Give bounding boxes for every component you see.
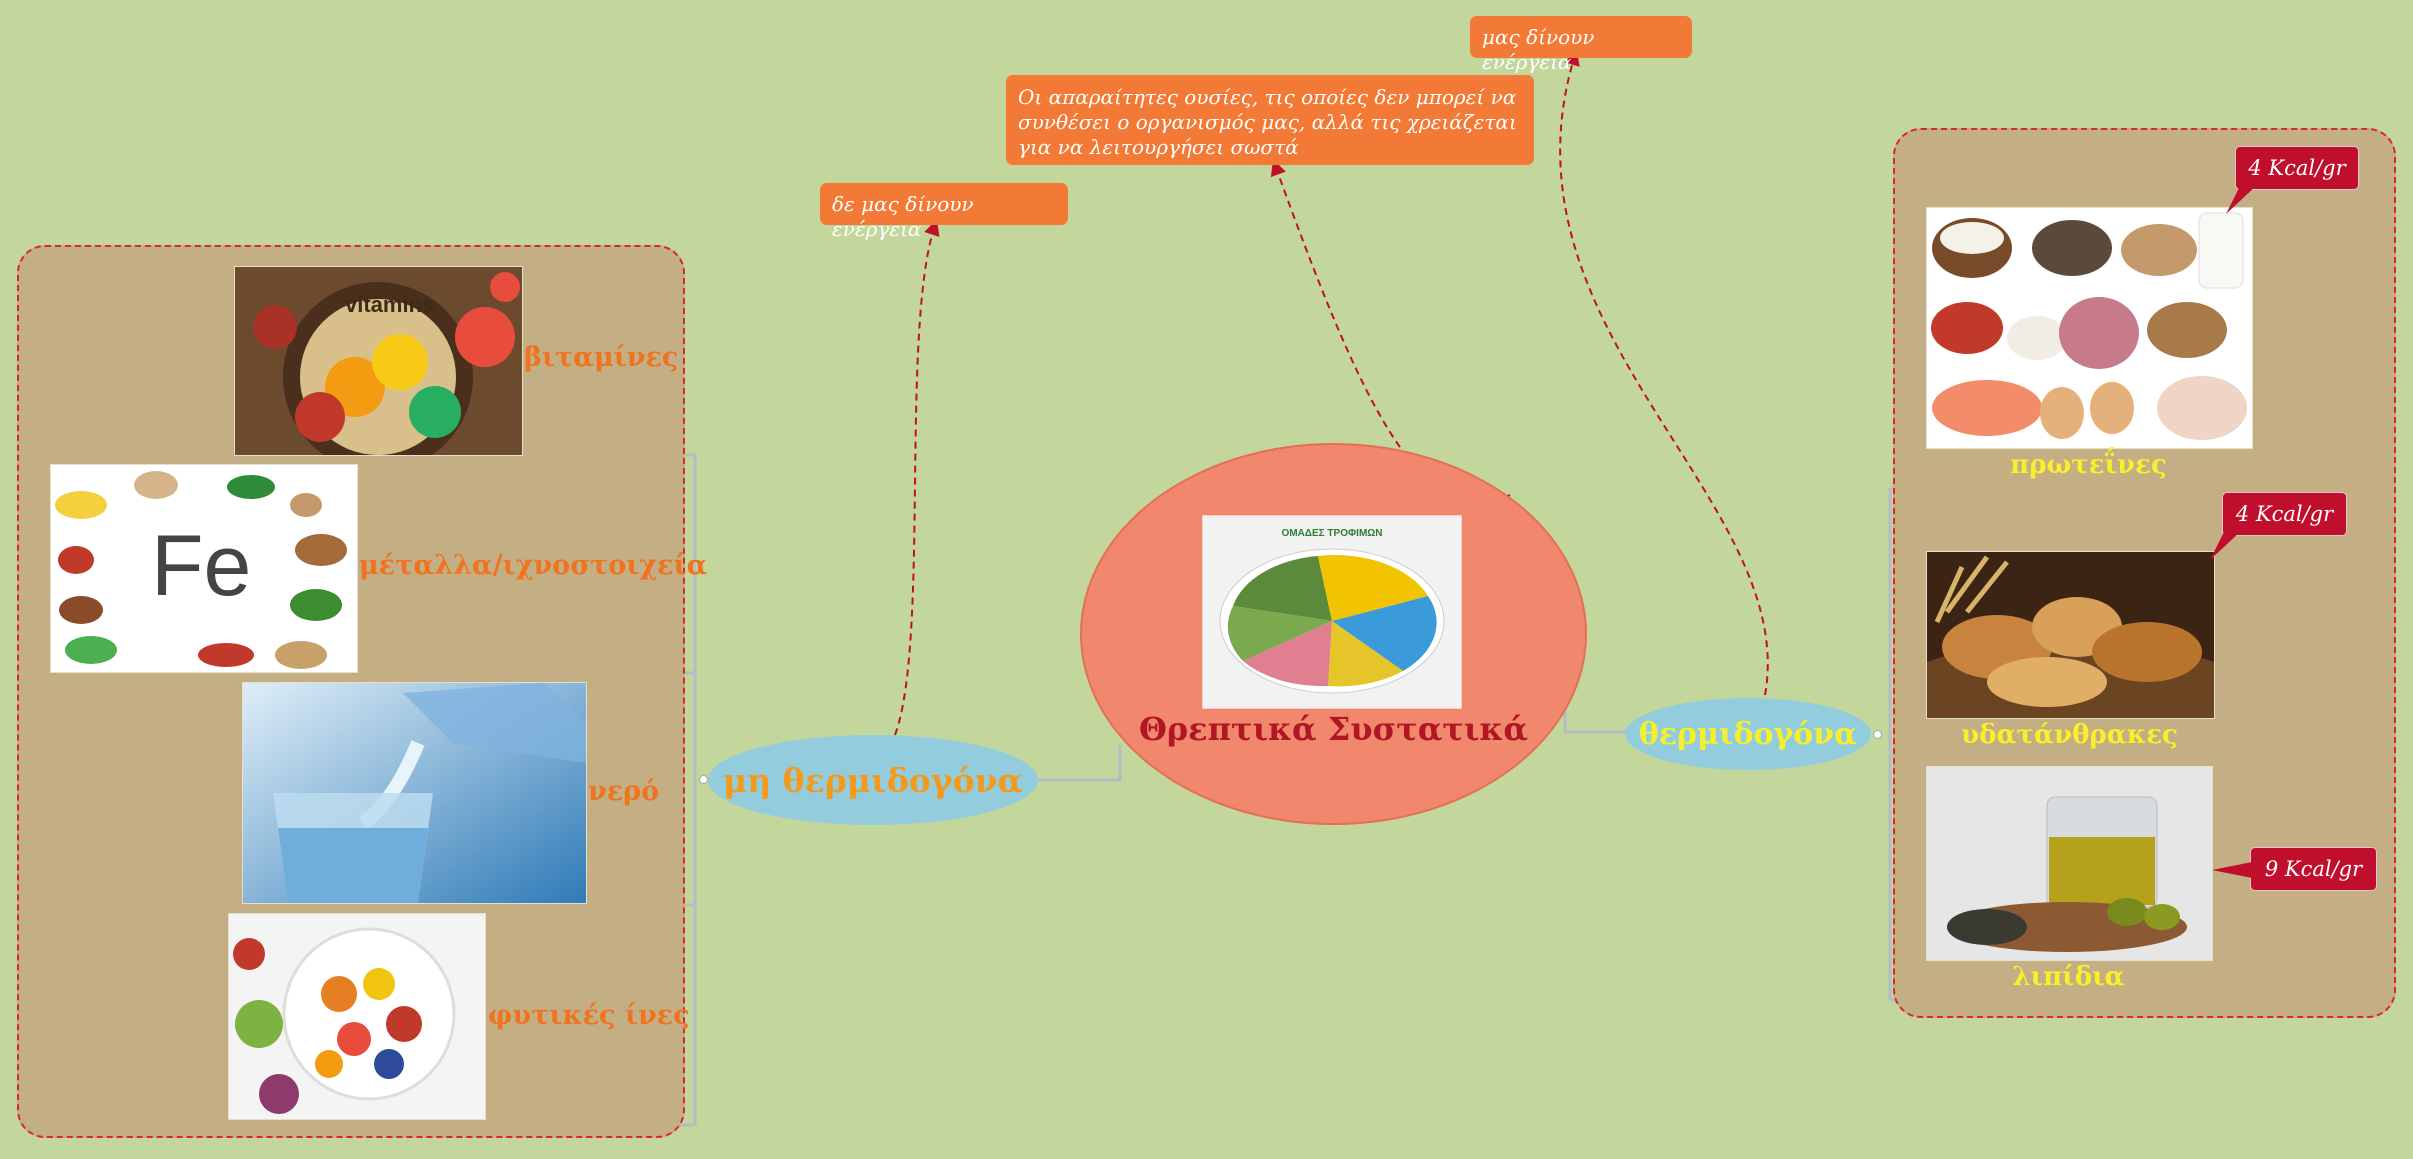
fiber-image (228, 913, 486, 1120)
arrow-left-callout (894, 219, 940, 736)
right-collapse-toggle[interactable] (1873, 730, 1882, 739)
vitamin-fruits-icon: vitamins (235, 267, 522, 455)
svg-text:Fe: Fe (151, 518, 251, 614)
lipids-kcal-pointer (2212, 862, 2252, 878)
non-caloric-branch[interactable]: μη θερμιδογόνα (708, 735, 1038, 825)
water-label[interactable]: νερό (588, 776, 660, 807)
connector-left (1037, 745, 1122, 782)
vitamins-label[interactable]: βιταμίνες (524, 342, 679, 373)
central-title: Θρεπτικά Συστατικά (1139, 710, 1528, 748)
protein-kcal-pointer (2226, 186, 2256, 214)
central-callout[interactable]: Οι απαραίτητες ουσίες, τις οποίες δεν μπ… (1006, 75, 1534, 165)
vitamins-image: vitamins (234, 266, 523, 456)
carbs-image (1926, 551, 2215, 719)
protein-foods-icon (1927, 208, 2252, 448)
protein-kcal-badge: 4 Kcal/gr (2235, 146, 2359, 190)
water-image (242, 682, 587, 904)
fiber-label[interactable]: φυτικές ίνες (488, 1000, 690, 1031)
central-image: ΟΜΑΔΕΣ ΤΡΟΦΙΜΩΝ (1202, 515, 1462, 709)
protein-label[interactable]: πρωτεΐνες (2010, 450, 2167, 480)
bread-basket-icon (1927, 552, 2214, 718)
water-glass-icon (243, 683, 586, 903)
svg-text:vitamins: vitamins (345, 292, 434, 317)
connector-right (1563, 712, 1625, 734)
iron-foods-icon: Fe (51, 465, 357, 672)
lipids-kcal-badge: 9 Kcal/gr (2250, 847, 2377, 891)
minerals-label[interactable]: μέταλλα/ιχνοστοιχεία (359, 550, 708, 581)
protein-image (1926, 207, 2253, 449)
olive-oil-nuts-icon (1927, 767, 2212, 960)
carbs-label[interactable]: υδατάνθρακες (1961, 720, 2178, 750)
carbs-kcal-pointer (2210, 532, 2240, 560)
lipids-label[interactable]: λιπίδια (2012, 962, 2125, 992)
lipids-image (1926, 766, 2213, 961)
fruit-salad-icon (229, 914, 485, 1119)
right-branch-callout[interactable]: μας δίνουν ενέργεια (1470, 16, 1692, 74)
caloric-branch[interactable]: θερμιδογόνα (1625, 698, 1871, 770)
food-groups-plate-icon: ΟΜΑΔΕΣ ΤΡΟΦΙΜΩΝ (1203, 516, 1461, 708)
minerals-image: Fe (50, 464, 358, 673)
arrow-right-callout (1559, 49, 1769, 696)
carbs-kcal-badge: 4 Kcal/gr (2222, 492, 2347, 536)
left-branch-callout[interactable]: δε μας δίνουν ενέργεια (820, 183, 1068, 241)
svg-text:ΟΜΑΔΕΣ ΤΡΟΦΙΜΩΝ: ΟΜΑΔΕΣ ΤΡΟΦΙΜΩΝ (1281, 528, 1382, 539)
left-collapse-toggle[interactable] (699, 775, 708, 784)
